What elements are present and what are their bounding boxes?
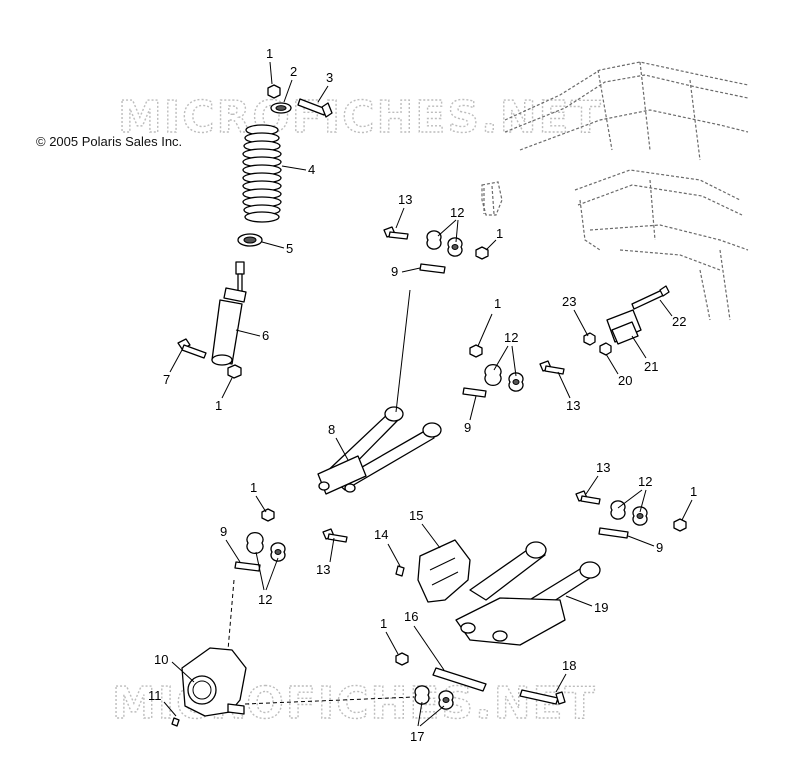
callout-17: 17 xyxy=(410,729,424,744)
callout-19: 19 xyxy=(594,600,608,615)
callout-1b: 1 xyxy=(215,398,222,413)
callout-1e: 1 xyxy=(250,480,257,495)
callout-10: 10 xyxy=(154,652,168,667)
parts xyxy=(171,84,687,727)
watermark-top: MICROFICHES.NET xyxy=(118,92,603,143)
callout-6: 6 xyxy=(262,328,269,343)
callout-13c: 13 xyxy=(316,562,330,577)
callout-12a: 12 xyxy=(450,205,464,220)
callout-9c: 9 xyxy=(220,524,227,539)
callout-12b: 12 xyxy=(504,330,518,345)
callout-3: 3 xyxy=(326,70,333,85)
callout-13d: 13 xyxy=(596,460,610,475)
callout-9a: 9 xyxy=(391,264,398,279)
callout-23: 23 xyxy=(562,294,576,309)
callout-12c: 12 xyxy=(258,592,272,607)
callouts: 1 2 3 4 5 6 7 1 13 12 1 9 1 12 13 9 8 xyxy=(148,46,697,744)
callout-21: 21 xyxy=(644,359,658,374)
callout-14: 14 xyxy=(374,527,388,542)
callout-22: 22 xyxy=(672,314,686,329)
callout-13a: 13 xyxy=(398,192,412,207)
callout-5: 5 xyxy=(286,241,293,256)
callout-1a: 1 xyxy=(266,46,273,61)
callout-7: 7 xyxy=(163,372,170,387)
callout-4: 4 xyxy=(308,162,315,177)
callout-1g: 1 xyxy=(380,616,387,631)
callout-9d: 9 xyxy=(656,540,663,555)
copyright-notice: © 2005 Polaris Sales Inc. xyxy=(36,134,183,149)
callout-18: 18 xyxy=(562,658,576,673)
callout-16: 16 xyxy=(404,609,418,624)
callout-8: 8 xyxy=(328,422,335,437)
callout-2: 2 xyxy=(290,64,297,79)
callout-1d: 1 xyxy=(494,296,501,311)
callout-1f: 1 xyxy=(690,484,697,499)
callout-1c: 1 xyxy=(496,226,503,241)
callout-20: 20 xyxy=(618,373,632,388)
callout-9b: 9 xyxy=(464,420,471,435)
vehicle-frame xyxy=(481,61,749,321)
callout-11: 11 xyxy=(148,688,162,703)
callout-13b: 13 xyxy=(566,398,580,413)
callout-12d: 12 xyxy=(638,474,652,489)
callout-15: 15 xyxy=(409,508,423,523)
